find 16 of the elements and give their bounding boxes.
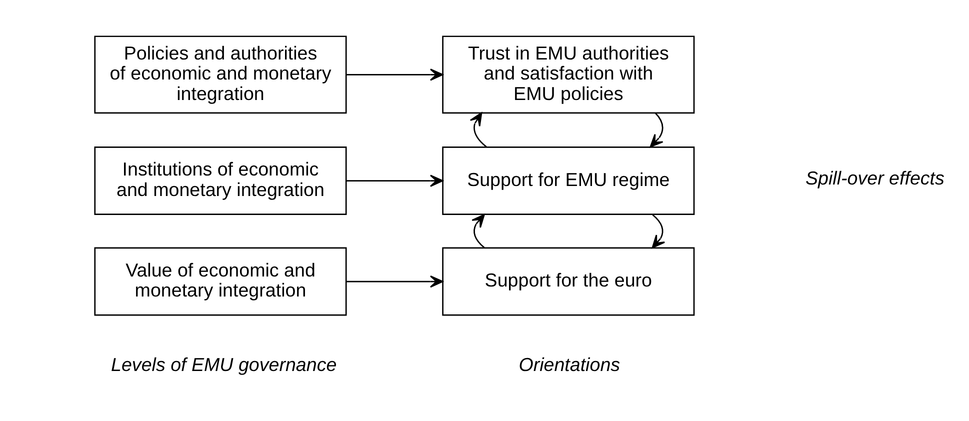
node-box: Support for EMU regime [442,146,695,215]
label: Levels of EMU governance [111,354,337,375]
arrow [470,112,487,147]
arrow [650,112,664,147]
node-box: Policies and authorities of economic and monetary integration [94,35,347,114]
arrow [652,214,666,248]
arrow [346,68,444,80]
arrow [346,274,444,288]
node-box: Support for the euro [442,246,695,316]
node-box: Value of economic and monetary integration [94,246,347,316]
label: Spill-over effects [806,166,944,188]
node-box: Institutions of economic and monetary integration [94,146,347,215]
arrow [471,214,485,248]
node-box: Trust in EMU authorities and satisfaction with EMU policies [442,35,695,114]
label: Orientations [518,354,620,375]
arrow [346,174,444,186]
